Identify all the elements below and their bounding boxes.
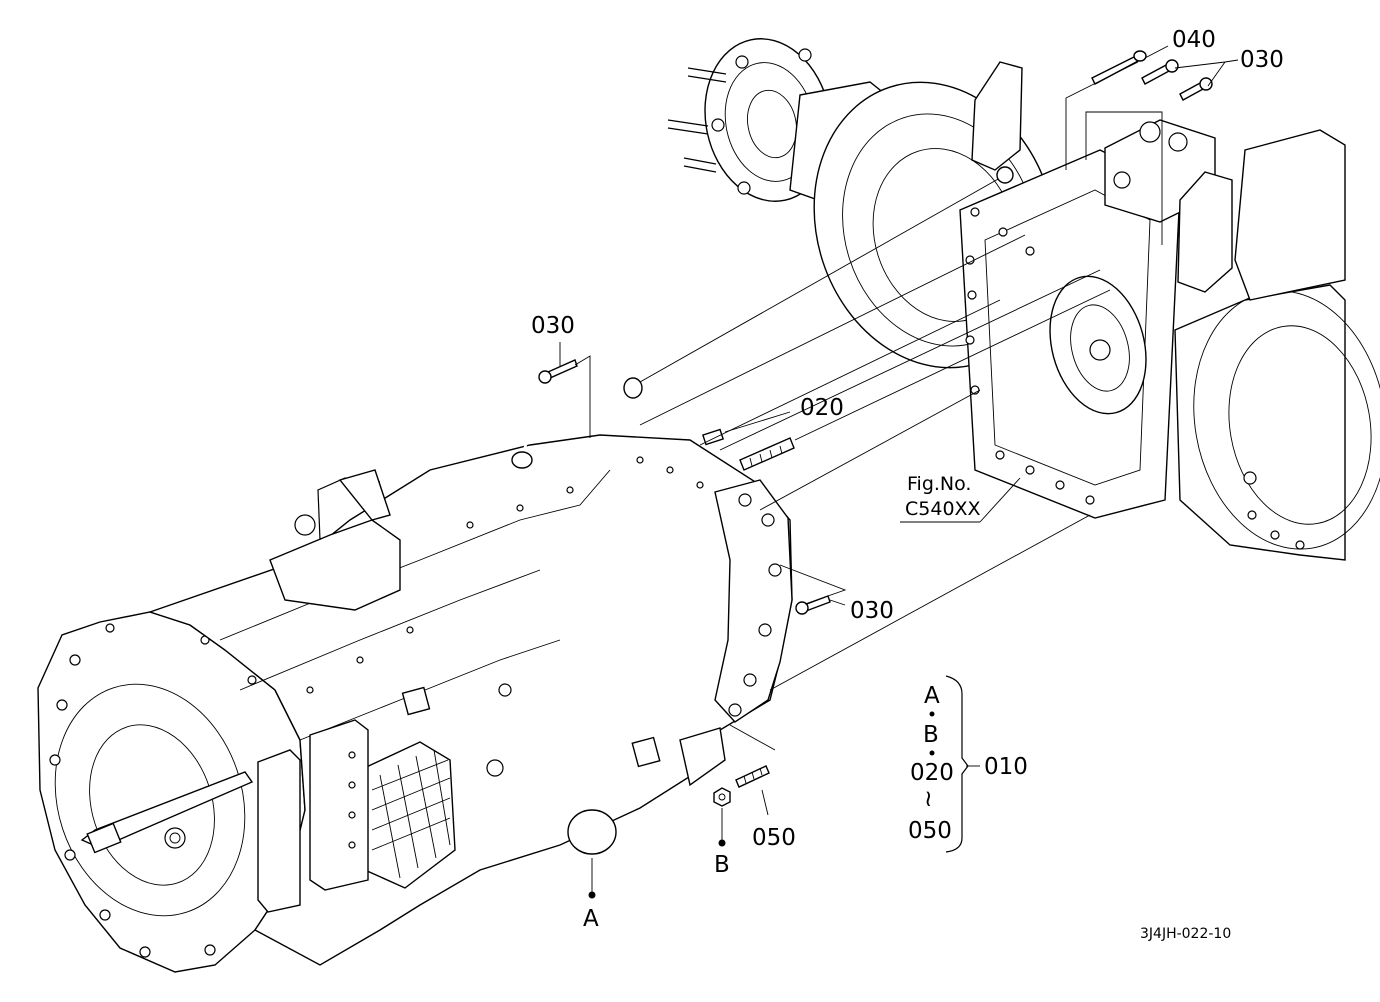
differential-case: [959, 149, 1181, 519]
legend-item-a: A: [924, 683, 940, 709]
rear-axle-housing: [667, 38, 1380, 561]
side-cover-grid: [371, 749, 451, 879]
legend-item-b: B: [923, 722, 939, 748]
point-label-a: A: [583, 906, 599, 932]
right-brake-housing: [1174, 284, 1380, 561]
callout-020: 020: [800, 395, 844, 421]
callout-030-right: 030: [850, 598, 894, 624]
output-shaft: [739, 437, 795, 471]
fig-reference-line1: Fig.No.: [907, 473, 971, 495]
point-a-marker: [588, 891, 596, 899]
legend-item-050: 050: [908, 818, 952, 844]
alignment-lines: [559, 45, 1239, 892]
bolt-030-left: [538, 359, 578, 384]
legend-range-symbol: ≀: [924, 786, 933, 812]
fig-reference-line2: C540XX: [905, 498, 981, 520]
legend-assembly-code: 010: [984, 754, 1028, 780]
main-case-body: [147, 434, 795, 966]
point-label-b: B: [714, 852, 730, 878]
bolt-040: [1091, 50, 1147, 85]
hydraulic-pipe: [511, 166, 1014, 469]
assembly-legend: A B 020 ≀ 050 010: [908, 675, 1028, 853]
point-b-marker: [718, 839, 726, 847]
callout-030-upper-left: 030: [531, 313, 575, 339]
drawing-code: 3J4JH-022-10: [1140, 926, 1231, 942]
clutch-housing: [37, 611, 306, 973]
bolt-030-right: [795, 595, 831, 615]
stud-050: [735, 765, 770, 788]
bolts-030-upper: [1141, 59, 1213, 101]
nut-b: [713, 787, 731, 807]
legend-item-020: 020: [910, 760, 954, 786]
callout-030-top: 030: [1240, 47, 1284, 73]
transmission-case: [37, 434, 795, 973]
callout-050: 050: [752, 825, 796, 851]
callout-040: 040: [1172, 27, 1216, 53]
